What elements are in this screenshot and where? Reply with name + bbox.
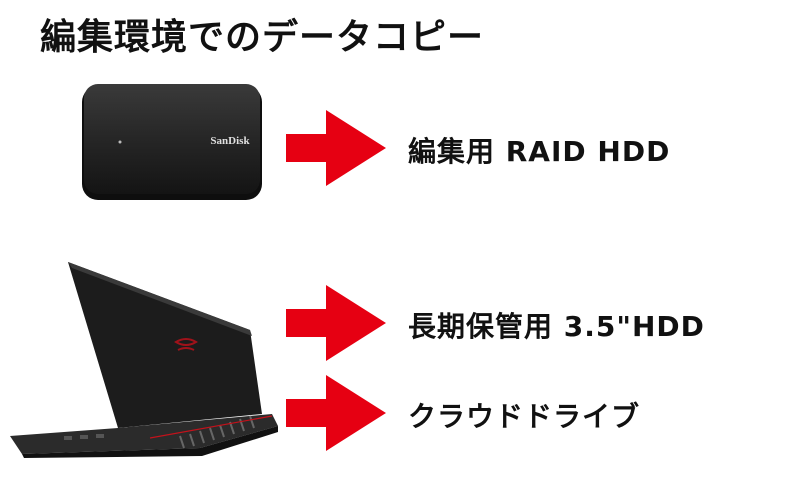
destination-label-archive-hdd: 長期保管用 3.5"HDD	[408, 305, 705, 345]
arrow-right-icon	[286, 110, 386, 190]
arrow-right-icon	[286, 375, 386, 455]
laptop-icon	[0, 258, 285, 462]
external-ssd-icon: SanDisk	[80, 82, 266, 206]
destination-label-cloud-drive: クラウドドライブ	[408, 395, 640, 435]
brand-logo: SanDisk	[210, 135, 250, 147]
arrow-right-icon	[286, 285, 386, 365]
page-title: 編集環境でのデータコピー	[40, 8, 484, 60]
destination-label-raid-hdd: 編集用 RAID HDD	[408, 130, 670, 170]
